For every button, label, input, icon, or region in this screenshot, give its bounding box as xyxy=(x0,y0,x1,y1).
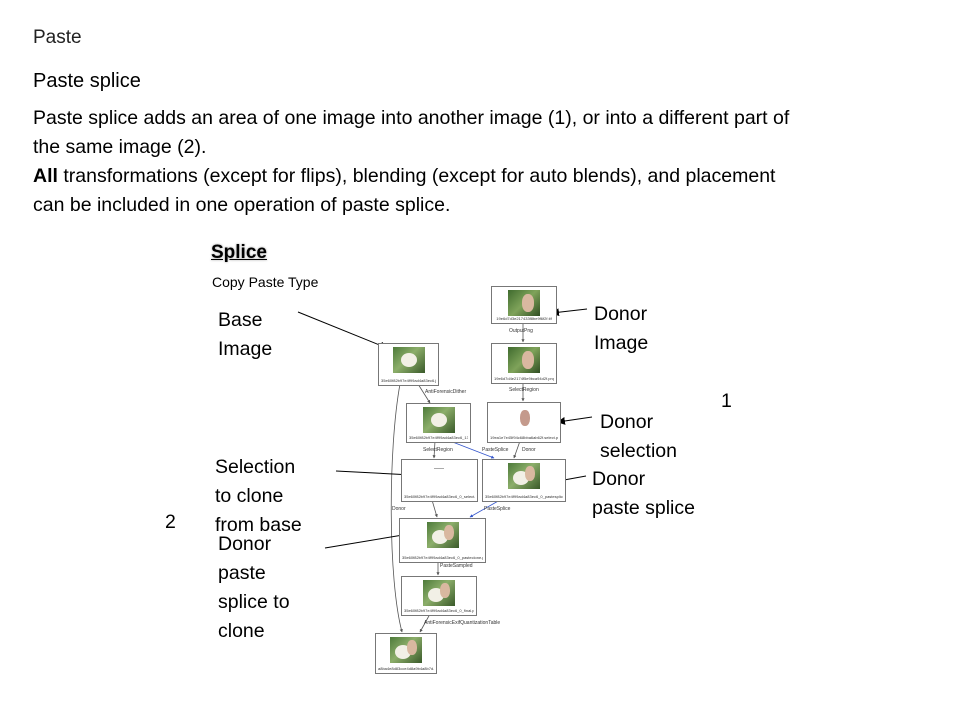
node-donor-output: 19e6d7d3e217433f8be9f6f2f.tif xyxy=(491,286,557,324)
node-caption: 35e60f82b97e4f99ad4a83ec6_0_pasteclone.p… xyxy=(402,555,483,560)
edge-donor-to-clone xyxy=(431,499,438,518)
edge-select-region-base xyxy=(432,440,436,459)
node-caption: 35e60f82b97e4f99ad4a83ec6_0_select.png xyxy=(404,494,475,499)
node-caption: 35e60f82b97e4f99ad4a83ec6.jpg xyxy=(381,378,436,383)
callout-donor-paste-splice: Donor paste splice xyxy=(592,468,695,519)
edge-label-paste-splice-b: PasteSplice xyxy=(484,506,511,512)
donor-thumbnail xyxy=(508,347,540,373)
node-caption: 35e60f82b97e4f99ad4a83ec6_13.png xyxy=(409,435,468,440)
edge-paste-splice-b xyxy=(469,499,501,518)
figure-title: Splice xyxy=(211,242,267,263)
description-line2: transformations (except for flips), blen… xyxy=(33,165,776,216)
paste-thumbnail xyxy=(508,463,540,489)
arrow-base-image xyxy=(297,311,388,350)
edge-paste-splice-a xyxy=(449,440,495,459)
node-final-image: a8ba4e8d83cce4d8a9b4a8b7d.jpg xyxy=(375,633,437,674)
callout-donor-selection: Donor selection xyxy=(600,411,677,462)
arrow-selection-to-clone xyxy=(335,470,413,479)
node-paste-clone: 35e60f82b97e4f99ad4a83ec6_0_pasteclone.p… xyxy=(399,518,486,563)
description-paragraph: Paste splice adds an area of one image i… xyxy=(33,104,913,220)
selection-thumbnail xyxy=(508,406,540,432)
node-caption: 35e60f82b97e4f99ad4a83ec6_0_pastesplice.… xyxy=(485,494,563,499)
arrow-donor-image xyxy=(551,308,588,317)
marker-1: 1 xyxy=(721,390,732,412)
final-thumbnail xyxy=(390,637,422,663)
callout-donor-image: Donor Image xyxy=(594,303,649,354)
edge-label-exif-quant: AntiForensicExifQuantizationTable xyxy=(424,620,501,626)
donor-thumbnail xyxy=(508,290,540,316)
description-line1: Paste splice adds an area of one image i… xyxy=(33,107,790,158)
edge-label-donor-b: Donor xyxy=(392,506,406,512)
node-donor-paste-splice: 35e60f82b97e4f99ad4a83ec6_0_pastesplice.… xyxy=(482,459,566,502)
paste-thumbnail xyxy=(423,580,455,606)
node-donor-png: 19e6d7d4e2174f5e9bca94d2f.png xyxy=(491,343,557,384)
marker-2: 2 xyxy=(165,511,176,533)
edge-label-donor-a: Donor xyxy=(522,447,536,453)
node-caption: a8ba4e8d83cce4d8a9b4a8b7d.jpg xyxy=(378,666,434,671)
callout-selection-to-clone: Selection to clone from base xyxy=(215,456,302,536)
edge-label-output-png: OutputPng xyxy=(509,328,533,334)
node-base-image: 35e60f82b97e4f99ad4a83ec6.jpg xyxy=(378,343,439,386)
edge-donor-to-paste xyxy=(513,440,521,459)
edge-label-paste-splice-a: PasteSplice xyxy=(482,447,509,453)
edge-base-to-final xyxy=(390,383,403,633)
edge-exif-quant xyxy=(419,613,431,633)
edge-label-select-region-donor: SelectRegion xyxy=(509,387,539,393)
node-caption: 19e6d7d3e217433f8be9f6f2f.tif xyxy=(496,316,552,321)
base-thumbnail xyxy=(392,347,425,373)
callout-base-image: Base Image xyxy=(218,309,273,360)
breadcrumb: Paste xyxy=(33,27,82,48)
node-base-selection: 35e60f82b97e4f99ad4a83ec6_0_select.png xyxy=(401,459,478,502)
callout-paste-splice-to-clone: Donor paste splice to clone xyxy=(218,533,290,642)
paste-thumbnail xyxy=(426,522,459,548)
node-caption: 35e60f82b97e4f99ad4a83ec6_0_final.png xyxy=(404,608,474,613)
node-caption: 19ea1e7e45f94c68bba6ab62f.select.png xyxy=(490,435,558,440)
figure-subtitle: Copy Paste Type xyxy=(212,274,319,290)
node-base-transform: 35e60f82b97e4f99ad4a83ec6_13.png xyxy=(406,403,471,443)
section-title: Paste splice xyxy=(33,70,141,92)
edge-label-select-region-base: SelectRegion xyxy=(423,447,453,453)
description-bold-all: All xyxy=(33,165,58,187)
arrow-donor-selection xyxy=(557,416,593,425)
base-thumbnail xyxy=(422,407,455,433)
edge-label-paste-sampled: PasteSampled xyxy=(440,563,473,569)
node-caption: 19e6d7d4e2174f5e9bca94d2f.png xyxy=(494,376,554,381)
selection-thumbnail xyxy=(423,463,456,489)
edge-transform-dither xyxy=(417,383,431,404)
edge-label-transform-dither: AntiForensicDither xyxy=(425,389,467,395)
node-donor-selection: 19ea1e7e45f94c68bba6ab62f.select.png xyxy=(487,402,561,443)
node-paste-sampled: 35e60f82b97e4f99ad4a83ec6_0_final.png xyxy=(401,576,477,616)
